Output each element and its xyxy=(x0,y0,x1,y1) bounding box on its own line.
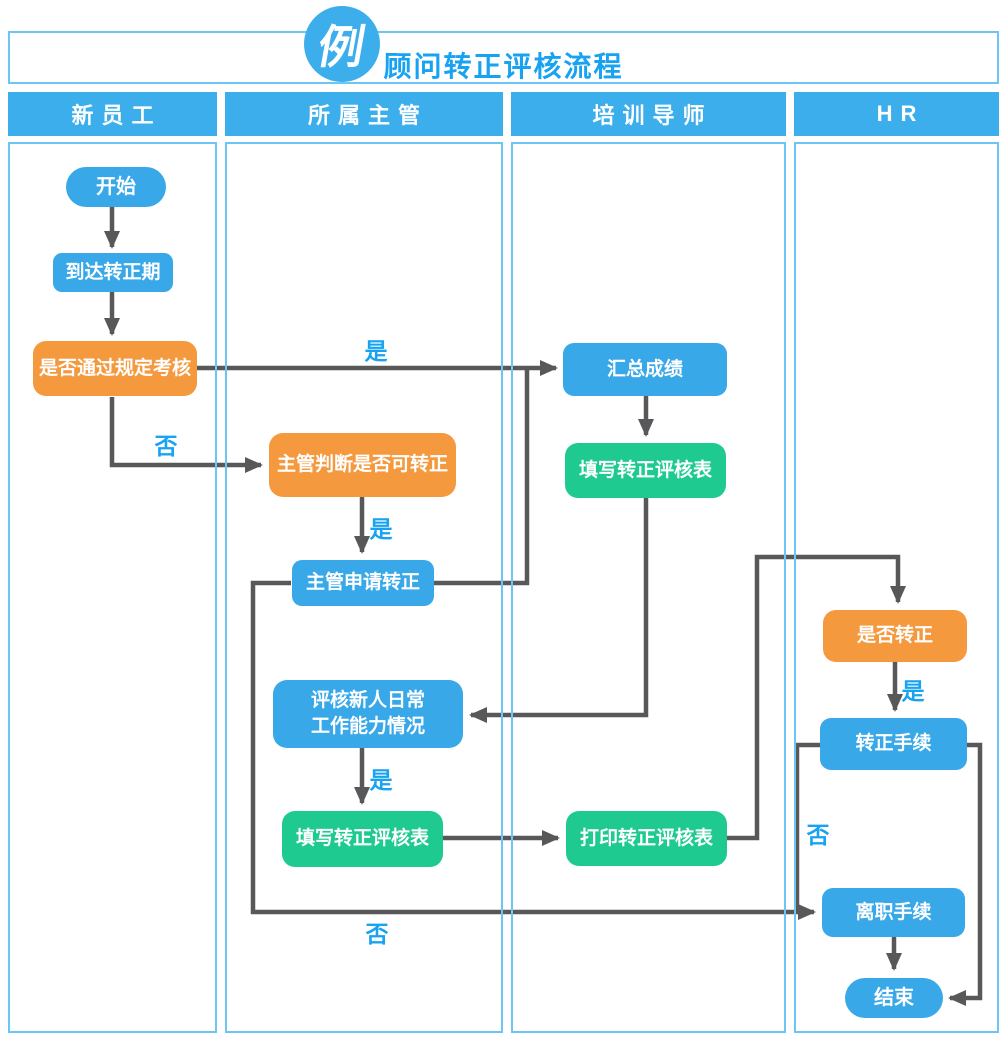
edge-label-no-pass: 否 xyxy=(154,433,178,459)
lane-header-new-employee: 新员工 xyxy=(8,92,217,136)
lane-header-supervisor: 所属主管 xyxy=(225,92,503,136)
edge-fill-form-mentor-to-evaluate-daily xyxy=(469,498,649,723)
edge-confirm-procedure-to-end xyxy=(948,742,983,1006)
lane-header-mentor: 培训导师 xyxy=(511,92,786,136)
node-is-confirmed: 是否转正 xyxy=(823,610,967,662)
edge-print-form-to-is-confirmed xyxy=(727,554,906,841)
node-fill-form-supervisor: 填写转正评核表 xyxy=(282,811,443,867)
node-pass-assessment: 是否通过规定考核 xyxy=(33,341,197,396)
edge-label-yes-pass: 是 xyxy=(364,338,388,364)
edge-confirm-procedure-no-to-resign-join xyxy=(794,742,820,914)
edge-label-no-apply: 否 xyxy=(365,921,389,947)
node-supervisor-judge: 主管判断是否可转正 xyxy=(269,433,456,497)
example-badge: 例 xyxy=(304,6,380,82)
example-badge-label: 例 xyxy=(313,21,370,73)
node-print-form: 打印转正评核表 xyxy=(566,811,727,866)
edge-label-no-confirm: 否 xyxy=(806,822,830,848)
title-box: 顾问转正评核流程 xyxy=(8,31,999,84)
lane-body-mentor xyxy=(511,142,786,1033)
lane-body-supervisor xyxy=(225,142,503,1033)
edge-pass-assessment-no-to-supervisor-judge xyxy=(109,397,263,473)
node-reach-period: 到达转正期 xyxy=(53,253,173,292)
lane-body-new-employee xyxy=(8,142,217,1033)
lane-header-hr: HR xyxy=(794,92,999,136)
edge-label-yes-confirm: 是 xyxy=(901,678,925,704)
node-evaluate-daily: 评核新人日常 工作能力情况 xyxy=(273,680,463,748)
lane-body-hr xyxy=(794,142,999,1033)
edge-label-yes-judge: 是 xyxy=(369,516,393,542)
node-end: 结束 xyxy=(845,978,943,1018)
edge-supervisor-apply-to-summarize-join xyxy=(434,366,530,586)
node-supervisor-apply: 主管申请转正 xyxy=(292,560,434,606)
page-title: 顾问转正评核流程 xyxy=(383,50,624,82)
node-start: 开始 xyxy=(66,167,166,207)
edge-supervisor-apply-no-to-resign-procedure xyxy=(250,580,816,920)
node-summarize-scores: 汇总成绩 xyxy=(563,343,727,396)
node-resign-procedure: 离职手续 xyxy=(822,888,965,937)
edge-label-yes-evaluate: 是 xyxy=(369,767,393,793)
node-confirm-procedure: 转正手续 xyxy=(820,718,967,770)
node-fill-form-mentor: 填写转正评核表 xyxy=(565,443,726,498)
